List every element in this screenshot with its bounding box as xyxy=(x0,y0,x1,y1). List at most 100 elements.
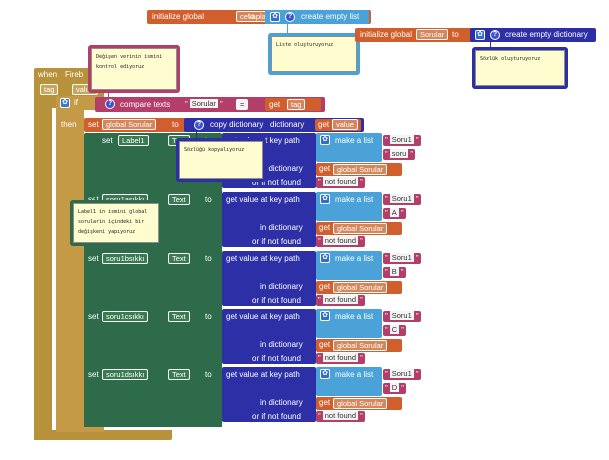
if-block[interactable]: ✿ if xyxy=(56,96,102,110)
question-icon[interactable]: ? xyxy=(105,99,115,109)
gear-icon[interactable]: ✿ xyxy=(475,30,485,40)
create-empty-dictionary-block[interactable]: ✿ ? create empty dictionary xyxy=(470,28,596,42)
component-dropdown[interactable]: soru1bsıkkı xyxy=(102,253,149,264)
gear-icon[interactable]: ✿ xyxy=(320,135,330,145)
or-if-not-found-label: or if not found xyxy=(252,178,301,187)
copy-dictionary-block[interactable]: ? copy dictionary dictionary get value xyxy=(184,118,364,132)
get-global-sorular-block[interactable]: get global Sorular xyxy=(316,339,402,352)
get-global-sorular-block[interactable]: get global Sorular xyxy=(316,281,402,294)
make-a-list-block[interactable]: ✿ make a list xyxy=(316,309,382,338)
set-label: set xyxy=(88,370,99,379)
get-var-dropdown[interactable]: global Sorular xyxy=(333,223,388,234)
get-var-dropdown[interactable]: global Sorular xyxy=(333,282,388,293)
gear-icon[interactable]: ✿ xyxy=(320,253,330,263)
get-value-at-key-path-block[interactable]: get value at key path in dictionary or i… xyxy=(222,309,316,364)
set-global-sorular-block[interactable]: set global Sorular to xyxy=(84,118,186,132)
get-value-dropdown[interactable]: value xyxy=(332,119,358,130)
compare-texts-label: compare texts xyxy=(120,100,171,109)
set-label: set xyxy=(88,312,99,321)
property-dropdown[interactable]: Text xyxy=(168,253,190,264)
question-icon[interactable]: ? xyxy=(194,120,204,130)
get-value-at-key-path-label: get value at key path xyxy=(226,312,300,321)
text-literal-key2[interactable]: " soru " xyxy=(383,149,416,160)
comment-connector xyxy=(108,88,109,102)
make-a-list-block[interactable]: ✿ make a list xyxy=(316,192,382,221)
get-var-dropdown[interactable]: global Sorular xyxy=(333,398,388,409)
make-a-list-block[interactable]: ✿ make a list xyxy=(316,367,382,396)
init-global-label: initialize global xyxy=(152,12,205,21)
property-dropdown[interactable]: Text xyxy=(168,194,190,205)
var-name-sorular[interactable]: Sorular xyxy=(416,29,449,40)
get-value-block[interactable]: get value xyxy=(315,119,361,131)
gear-icon[interactable]: ✿ xyxy=(320,369,330,379)
text-literal-key1[interactable]: " Soru1 " xyxy=(383,311,421,322)
make-a-list-label: make a list xyxy=(335,254,374,263)
gear-icon[interactable]: ✿ xyxy=(60,98,70,108)
get-tag-block[interactable]: get tag xyxy=(265,98,321,111)
comment-liste[interactable]: Liste oluşturuyoruz xyxy=(271,36,357,72)
text-literal-key1[interactable]: " Soru1 " xyxy=(383,194,421,205)
comment-connector xyxy=(196,130,197,142)
text-literal-not-found[interactable]: " not found " xyxy=(316,236,365,247)
to-label: to xyxy=(248,12,255,21)
gear-icon[interactable]: ✿ xyxy=(320,194,330,204)
get-value-at-key-path-block[interactable]: get value at key path in dictionary or i… xyxy=(222,251,316,306)
comment-degisken[interactable]: Değişen verinin ismini kontrol ediyoruz xyxy=(91,48,177,90)
text-literal-key2[interactable]: " C " xyxy=(383,325,406,336)
component-dropdown[interactable]: soru1csıkkı xyxy=(102,311,148,322)
property-dropdown[interactable]: Text xyxy=(168,311,190,322)
get-var-dropdown[interactable]: global Sorular xyxy=(333,340,388,351)
text-literal-not-found[interactable]: " not found " xyxy=(316,411,365,422)
to-label: to xyxy=(205,312,212,321)
text-literal-not-found[interactable]: " not found " xyxy=(316,177,365,188)
question-icon[interactable]: ? xyxy=(490,30,500,40)
create-empty-list-block[interactable]: ✿ ? create empty list xyxy=(265,10,369,24)
param-tag[interactable]: tag xyxy=(40,84,59,95)
text-literal-key2[interactable]: " D " xyxy=(383,383,406,394)
comment-sozluk[interactable]: Sözlük oluşturuyoruz xyxy=(475,50,565,86)
get-label: get xyxy=(319,340,331,349)
then-label: then xyxy=(61,120,77,129)
text-literal-not-found[interactable]: " not found " xyxy=(316,295,365,306)
component-name: Fireb xyxy=(65,70,84,79)
get-label: get xyxy=(269,100,281,109)
set-text-block[interactable]: set soru1dsıkkı Text to xyxy=(84,367,222,423)
set-label: set xyxy=(88,254,99,263)
set-text-bottom xyxy=(84,421,222,427)
question-icon[interactable]: ? xyxy=(285,12,295,22)
gear-icon[interactable]: ✿ xyxy=(270,12,280,22)
text-literal-key1[interactable]: " Soru1 " xyxy=(383,135,421,146)
compare-operator-dropdown[interactable]: = xyxy=(236,99,249,110)
text-literal-sorular[interactable]: " Sorular " xyxy=(183,99,225,110)
gear-icon[interactable]: ✿ xyxy=(320,311,330,321)
get-tag-dropdown[interactable]: tag xyxy=(287,99,306,110)
get-var-dropdown[interactable]: global Sorular xyxy=(333,164,388,175)
comment-kopya[interactable]: Sözlüğü kopyalıyoruz xyxy=(179,141,263,179)
comment-label1[interactable]: Label1 in ismini global sorularin içinde… xyxy=(73,203,159,243)
get-global-sorular-block[interactable]: get global Sorular xyxy=(316,222,402,235)
get-value-at-key-path-block[interactable]: get value at key path in dictionary or i… xyxy=(222,367,316,422)
if-bottom xyxy=(56,424,104,432)
get-value-at-key-path-block[interactable]: get value at key path in dictionary or i… xyxy=(222,192,316,247)
set-text-block[interactable]: set soru1csıkkı Text to xyxy=(84,309,222,365)
text-literal-not-found[interactable]: " not found " xyxy=(316,353,365,364)
text-literal-key2[interactable]: " B " xyxy=(383,267,406,278)
make-a-list-block[interactable]: ✿ make a list xyxy=(316,133,382,162)
component-dropdown[interactable]: soru1dsıkkı xyxy=(102,369,149,380)
set-text-bottom xyxy=(84,305,222,311)
set-var-dropdown[interactable]: global Sorular xyxy=(102,119,157,130)
in-dictionary-label: in dictionary xyxy=(260,164,303,173)
or-if-not-found-label: or if not found xyxy=(252,237,301,246)
get-label: get xyxy=(319,282,331,291)
text-literal-key1[interactable]: " Soru1 " xyxy=(383,253,421,264)
property-dropdown[interactable]: Text xyxy=(168,369,190,380)
set-text-block[interactable]: set soru1bsıkkı Text to xyxy=(84,251,222,307)
text-literal-key1[interactable]: " Soru1 " xyxy=(383,369,421,380)
text-literal-key2[interactable]: " A " xyxy=(383,208,406,219)
get-global-sorular-block[interactable]: get global Sorular xyxy=(316,163,402,176)
component-dropdown[interactable]: Label1 xyxy=(118,135,149,146)
get-global-sorular-block[interactable]: get global Sorular xyxy=(316,397,402,410)
get-label: get xyxy=(319,164,331,173)
compare-texts-block[interactable]: ? compare texts " Sorular " = get tag xyxy=(95,97,325,112)
make-a-list-block[interactable]: ✿ make a list xyxy=(316,251,382,280)
